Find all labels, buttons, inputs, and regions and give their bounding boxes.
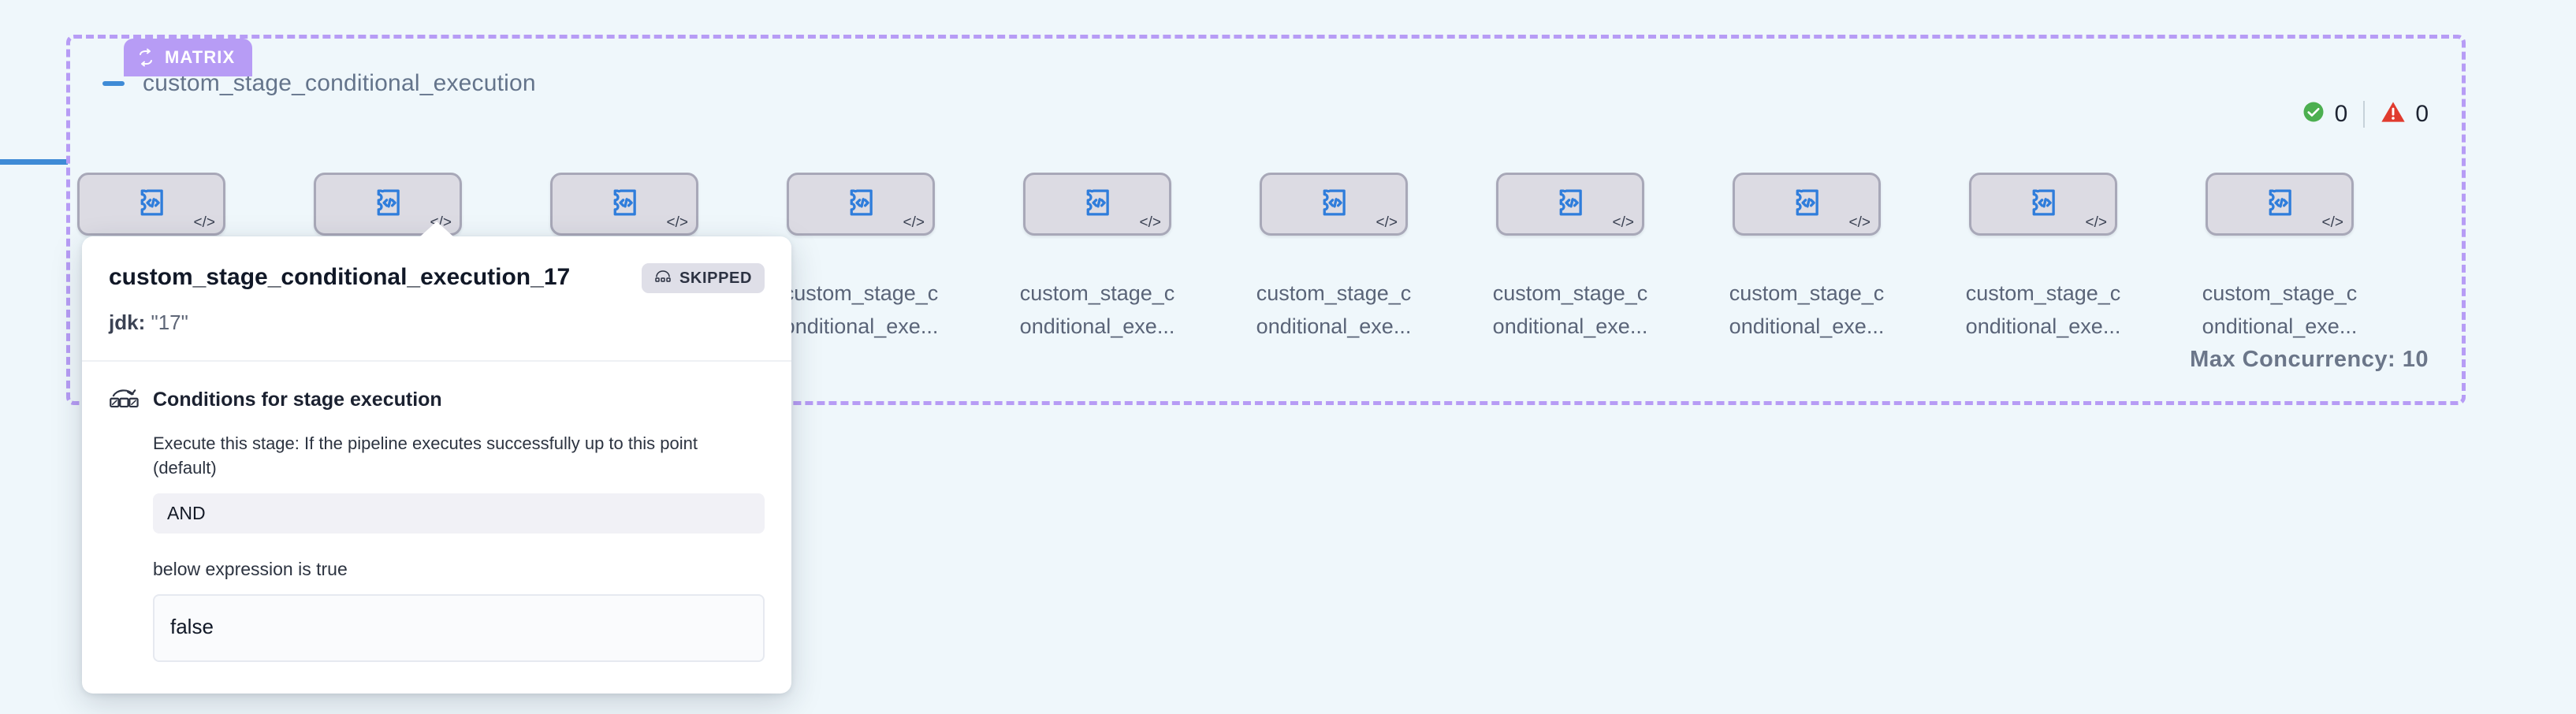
matrix-node-7[interactable]: </> custom_stage_c onditional_exe...	[1480, 173, 1661, 343]
check-circle-icon	[2302, 100, 2325, 128]
matrix-node-3[interactable]: </>	[534, 173, 715, 277]
conditions-note: below expression is true	[153, 558, 348, 579]
code-brackets-icon: </>	[2085, 214, 2107, 231]
popover-header: custom_stage_conditional_execution_17 SK…	[82, 236, 791, 362]
success-counter[interactable]: 0	[2302, 100, 2348, 128]
node-label-line1: custom_stage_c	[2202, 281, 2358, 305]
code-brackets-icon: </>	[1612, 214, 1634, 231]
custom-stage-code-icon	[608, 186, 641, 223]
conditions-heading: Conditions for stage execution	[153, 389, 442, 411]
code-brackets-icon: </>	[666, 214, 688, 231]
node-label-line2: onditional_exe...	[1019, 314, 1175, 338]
node-box[interactable]: </>	[1496, 173, 1644, 236]
node-label: custom_stage_c onditional_exe...	[2188, 277, 2371, 343]
custom-stage-code-icon	[135, 186, 168, 223]
matrix-axis-row: jdk: "17"	[109, 311, 765, 335]
matrix-axis-value: "17"	[151, 311, 188, 334]
conditions-expression: false	[153, 593, 765, 662]
matrix-node-9[interactable]: </> custom_stage_c onditional_exe...	[1952, 173, 2134, 343]
node-box[interactable]: </>	[1733, 173, 1881, 236]
node-label-line1: custom_stage_c	[783, 281, 939, 305]
matrix-axis-key: jdk:	[109, 311, 146, 334]
custom-stage-code-icon	[1790, 186, 1823, 223]
code-brackets-icon: </>	[193, 214, 215, 231]
node-box[interactable]: </>	[787, 173, 935, 236]
node-label-line1: custom_stage_c	[1729, 281, 1885, 305]
matrix-nodes-row: </> </>	[70, 39, 2462, 401]
conditions-operator: AND	[153, 493, 765, 534]
conditions-description: Execute this stage: If the pipeline exec…	[153, 433, 698, 478]
custom-stage-code-icon	[1554, 186, 1587, 223]
node-label-line2: onditional_exe...	[2202, 314, 2358, 338]
node-label: custom_stage_c onditional_exe...	[1479, 277, 1662, 343]
matrix-node-5[interactable]: </> custom_stage_c onditional_exe...	[1007, 173, 1188, 343]
matrix-node-4[interactable]: </> custom_stage_c onditional_exe...	[770, 173, 951, 343]
node-label: custom_stage_c onditional_exe...	[1952, 277, 2135, 343]
warning-triangle-icon	[2381, 100, 2406, 128]
node-label: custom_stage_c onditional_exe...	[769, 277, 952, 343]
skip-arc-icon	[654, 269, 672, 288]
code-brackets-icon: </>	[2321, 214, 2343, 231]
status-counters: 0 0	[2302, 100, 2429, 128]
success-count: 0	[2334, 100, 2348, 127]
node-box[interactable]: </>	[1023, 173, 1171, 236]
custom-stage-code-icon	[2027, 186, 2060, 223]
node-label-line2: onditional_exe...	[1965, 314, 2121, 338]
matrix-node-1[interactable]: </>	[61, 173, 242, 277]
matrix-group-container[interactable]: MATRIX custom_stage_conditional_executio…	[66, 35, 2466, 405]
node-label-line2: onditional_exe...	[783, 314, 939, 338]
code-brackets-icon: </>	[1375, 214, 1398, 231]
popover-arrow	[419, 221, 454, 237]
status-badge-label: SKIPPED	[679, 269, 752, 287]
counter-divider	[2363, 100, 2366, 128]
custom-stage-code-icon	[1081, 186, 1114, 223]
code-brackets-icon: </>	[1848, 214, 1871, 231]
node-box[interactable]: </>	[1260, 173, 1408, 236]
popover-title: custom_stage_conditional_execution_17	[109, 264, 571, 290]
node-label-line1: custom_stage_c	[1965, 281, 2121, 305]
stage-detail-popover: custom_stage_conditional_execution_17 SK…	[82, 221, 791, 694]
node-box[interactable]: </>	[550, 173, 698, 236]
node-label-line1: custom_stage_c	[1019, 281, 1175, 305]
node-box[interactable]: </>	[2206, 173, 2354, 236]
matrix-node-8[interactable]: </> custom_stage_c onditional_exe...	[1716, 173, 1897, 343]
node-label-line1: custom_stage_c	[1256, 281, 1412, 305]
custom-stage-code-icon	[2263, 186, 2296, 223]
custom-stage-code-icon	[844, 186, 877, 223]
code-brackets-icon: </>	[903, 214, 925, 231]
matrix-badge-label: MATRIX	[165, 47, 236, 67]
popover-body: Conditions for stage execution Execute t…	[82, 362, 791, 694]
node-box[interactable]: </>	[77, 173, 225, 236]
node-label-line1: custom_stage_c	[1492, 281, 1648, 305]
node-label: custom_stage_c onditional_exe...	[1242, 277, 1425, 343]
node-box[interactable]: </>	[1969, 173, 2117, 236]
custom-stage-code-icon	[371, 186, 404, 223]
conditions-header: Conditions for stage execution	[109, 385, 765, 415]
node-label: custom_stage_c onditional_exe...	[1006, 277, 1189, 343]
minus-icon[interactable]	[102, 72, 125, 95]
matrix-badge: MATRIX	[124, 39, 253, 76]
custom-stage-code-icon	[1317, 186, 1350, 223]
conditional-execution-icon	[109, 385, 139, 415]
warning-count: 0	[2415, 100, 2429, 127]
node-label: custom_stage_c onditional_exe...	[1715, 277, 1898, 343]
matrix-node-10[interactable]: </> custom_stage_c onditional_exe...	[2189, 173, 2370, 343]
incoming-edge	[0, 159, 68, 165]
loop-refresh-icon	[136, 48, 155, 67]
node-label-line2: onditional_exe...	[1492, 314, 1648, 338]
warning-counter[interactable]: 0	[2381, 100, 2429, 128]
matrix-node-6[interactable]: </> custom_stage_c onditional_exe...	[1243, 173, 1424, 343]
node-label-line2: onditional_exe...	[1729, 314, 1885, 338]
code-brackets-icon: </>	[1139, 214, 1161, 231]
status-badge: SKIPPED	[641, 263, 765, 293]
max-concurrency-label: Max Concurrency: 10	[2190, 347, 2429, 372]
node-label-line2: onditional_exe...	[1256, 314, 1412, 338]
